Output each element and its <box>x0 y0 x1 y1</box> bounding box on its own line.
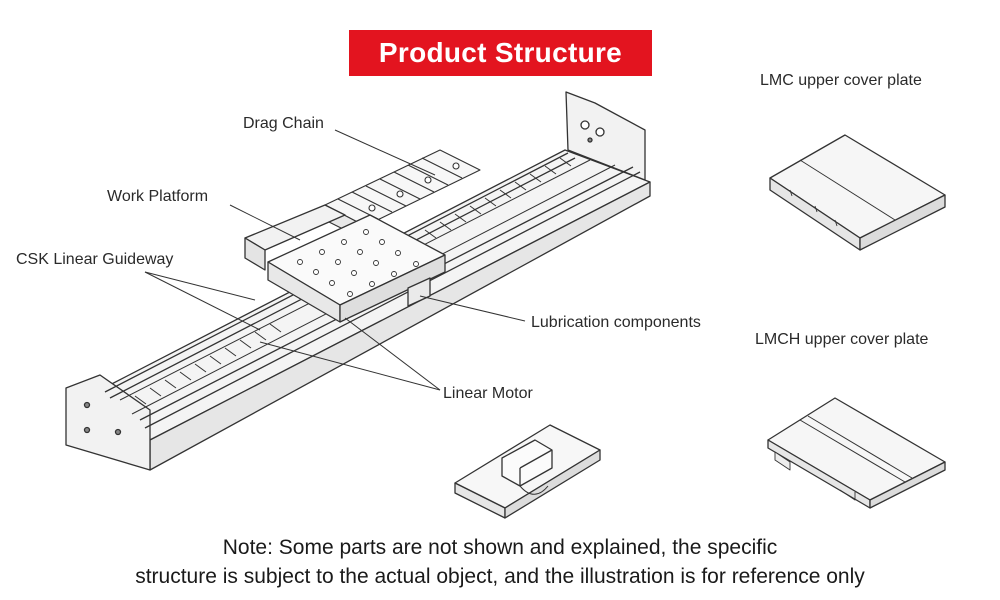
csk-guideway-label: CSK Linear Guideway <box>16 251 174 268</box>
page-title: Product Structure <box>349 30 652 76</box>
note-line-2: structure is subject to the actual objec… <box>135 565 865 588</box>
drag-chain-label: Drag Chain <box>243 115 324 132</box>
linear-module-illustration <box>65 91 651 471</box>
work-platform-label: Work Platform <box>107 188 209 205</box>
lmc-cover-illustration <box>769 134 946 251</box>
lmc-cover-label: LMC upper cover plate <box>760 72 922 89</box>
lmch-cover-label: LMCH upper cover plate <box>755 331 929 348</box>
lmch-cover-illustration <box>767 397 946 509</box>
linear-motor-illustration <box>454 424 601 519</box>
linear-motor-label: Linear Motor <box>443 385 533 402</box>
lubrication-label: Lubrication components <box>531 314 701 331</box>
note-line-1: Note: Some parts are not shown and expla… <box>222 536 778 559</box>
leader-lines <box>144 129 526 391</box>
